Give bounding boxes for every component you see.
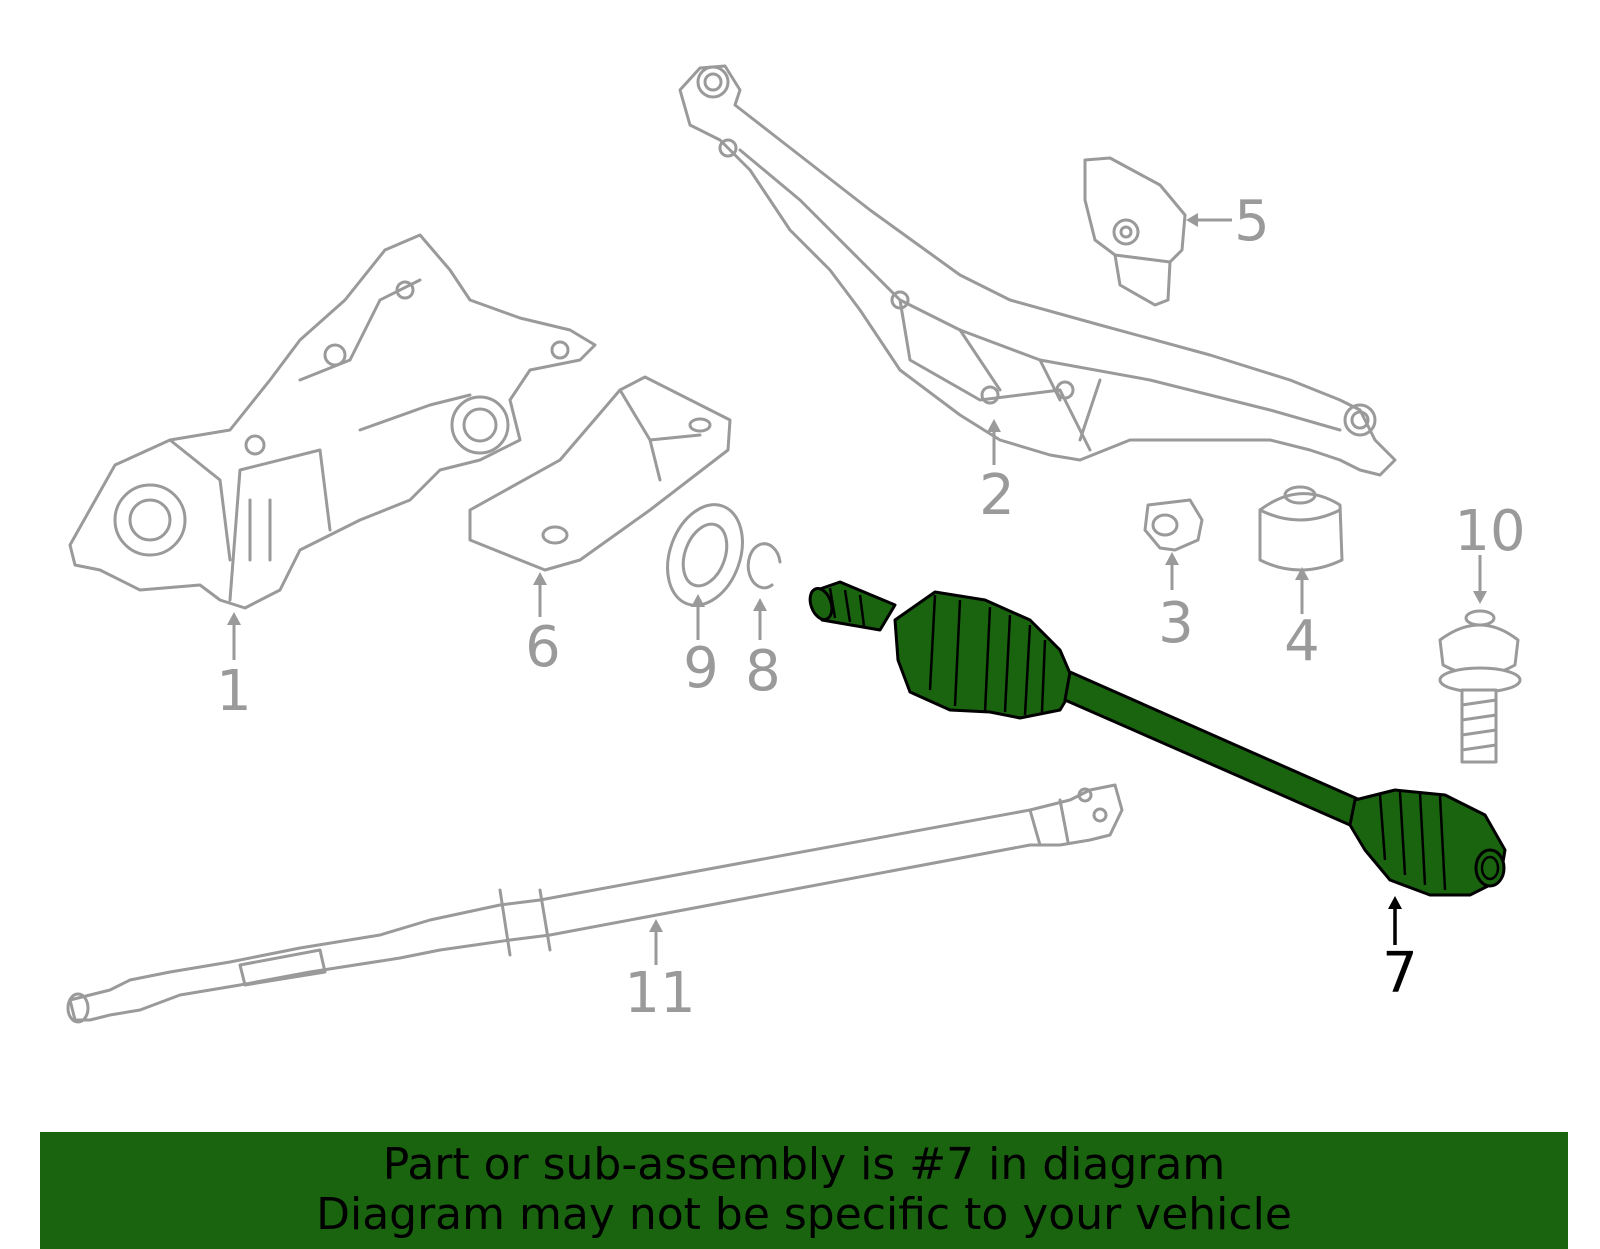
part-5-bracket (1083, 156, 1187, 307)
info-banner: Part or sub-assembly is #7 in diagram Di… (40, 1132, 1568, 1249)
callout-9: 9 (683, 594, 719, 701)
svg-text:3: 3 (1158, 591, 1194, 656)
callout-7: 7 (1382, 896, 1418, 1006)
callout-3: 3 (1158, 552, 1194, 656)
callout-11: 11 (624, 919, 696, 1026)
svg-text:5: 5 (1234, 189, 1270, 254)
part-4-mount (1258, 485, 1344, 572)
callout-10: 10 (1454, 499, 1526, 604)
svg-text:4: 4 (1284, 609, 1320, 674)
part-8-snap-ring (746, 542, 782, 590)
part-2-subframe (678, 64, 1397, 477)
svg-text:11: 11 (624, 961, 695, 1026)
callout-5: 5 (1186, 189, 1270, 254)
svg-text:1: 1 (216, 659, 252, 724)
part-10-bolt (1438, 609, 1522, 764)
parts-diagram: 1 2 3 4 (66, 64, 1526, 1026)
callout-8: 8 (745, 598, 781, 704)
part-9-seal (666, 503, 744, 607)
part-3-bushing (1143, 498, 1204, 552)
part-6-cover-plate (468, 375, 732, 572)
callout-1: 1 (216, 612, 252, 724)
banner-line-1: Part or sub-assembly is #7 in diagram (382, 1139, 1226, 1190)
svg-text:9: 9 (683, 636, 719, 701)
svg-text:8: 8 (745, 639, 781, 704)
part-7-axle-shaft (808, 580, 1507, 897)
svg-text:6: 6 (525, 615, 561, 680)
svg-text:10: 10 (1454, 499, 1525, 564)
svg-text:7: 7 (1382, 941, 1418, 1006)
svg-text:2: 2 (979, 463, 1015, 528)
part-11-drive-shaft (66, 783, 1124, 1024)
callout-4: 4 (1284, 567, 1320, 674)
banner-line-2: Diagram may not be specific to your vehi… (316, 1189, 1292, 1240)
callout-2: 2 (979, 419, 1015, 528)
callout-6: 6 (525, 572, 561, 680)
part-1-differential (68, 233, 597, 610)
